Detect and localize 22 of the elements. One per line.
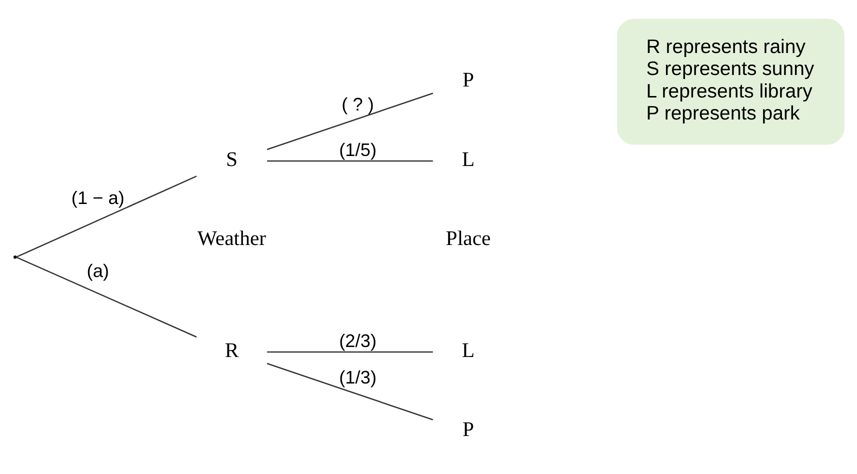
node-point [13, 256, 16, 259]
connector [266, 92, 433, 150]
connector [15, 176, 196, 258]
edge-label: (1 − a) [70, 188, 124, 208]
node-text: L [461, 338, 474, 362]
node-text: S [225, 148, 238, 171]
connector [266, 362, 433, 420]
edge-label: (a) [86, 260, 109, 281]
connector [266, 160, 432, 162]
edge-label: ( ? ) [341, 94, 374, 115]
node-text: P [462, 68, 474, 92]
node-text: P [462, 418, 474, 442]
node-text: R [224, 338, 238, 362]
label: Place [445, 227, 490, 250]
edge-label: (2/3) [338, 331, 376, 352]
edge-label: (1/5) [338, 140, 376, 160]
edge-label: (1/3) [338, 367, 376, 388]
connector [15, 256, 196, 338]
node-box: R represents rainy S represents sunny L represents library P represents park [616, 18, 844, 145]
node-text: L [461, 148, 474, 171]
connector [266, 351, 432, 353]
label: Weather [196, 227, 266, 250]
